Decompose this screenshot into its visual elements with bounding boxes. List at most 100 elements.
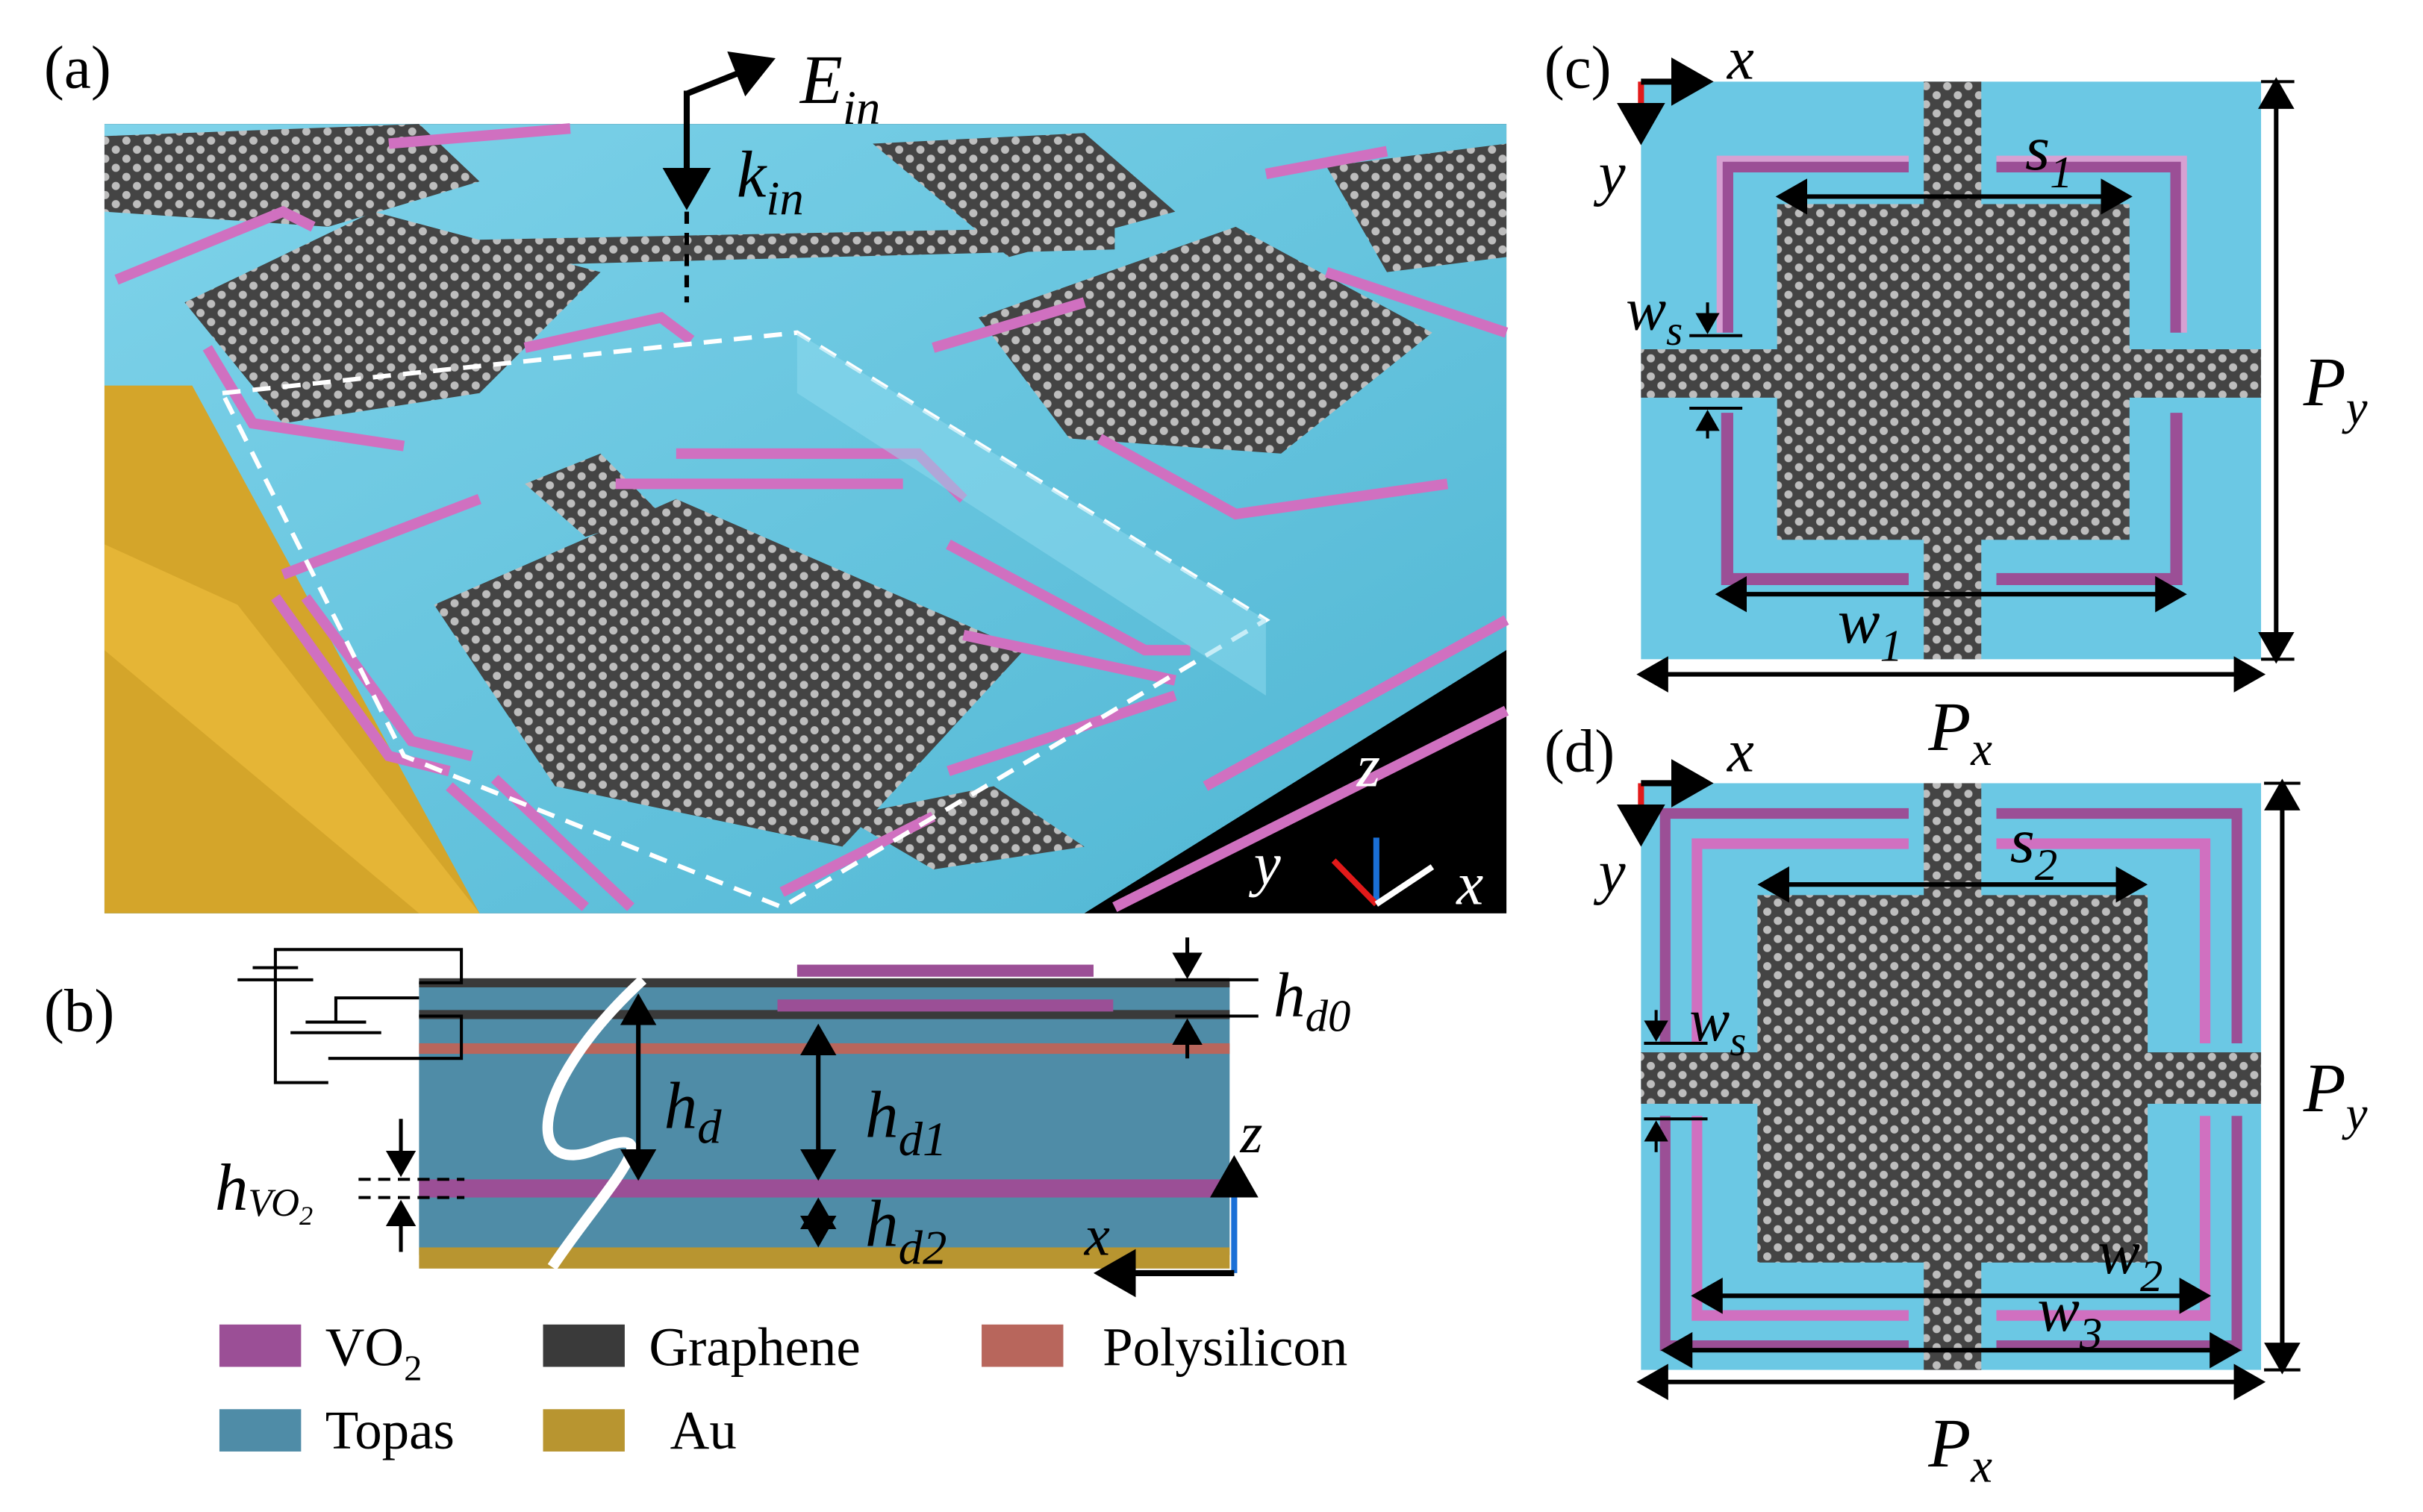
vo2-strip <box>114 205 316 285</box>
py-label: Py <box>2303 1050 2368 1140</box>
vo2-strip <box>1324 266 1509 338</box>
px-label: Px <box>1927 689 1992 776</box>
panel-a: (a) <box>44 34 1509 918</box>
legend-swatch-polysilicon <box>982 1324 1064 1367</box>
vo2-strip <box>946 540 1191 656</box>
vo2-strip <box>446 782 589 911</box>
s2-label: s2 <box>2010 806 2058 890</box>
axis-y-arrow <box>1303 830 1379 907</box>
legend-item-polysilicon: Polysilicon <box>982 1316 1347 1377</box>
legend-label-au: Au <box>670 1400 737 1461</box>
vo2-strip <box>1264 146 1388 179</box>
bias-circuit <box>237 948 464 1084</box>
graphene-bridge-top <box>373 226 1115 269</box>
legend-label-vo2: VO2 <box>325 1316 422 1388</box>
legend: VO2 Graphene Polysilicon Topas Au <box>219 1316 1347 1461</box>
legend-label-graphene: Graphene <box>649 1316 860 1377</box>
vo2-strip <box>947 690 1177 776</box>
graphene-bridge-bottom <box>842 786 1085 869</box>
metasurface-3d-render: Ein kin z y x <box>104 42 1509 918</box>
vo2-strips <box>114 123 1509 912</box>
circuit-wire <box>328 1014 464 1060</box>
s1-label: s1 <box>2025 113 2073 198</box>
py-label: Py <box>2303 344 2368 434</box>
circuit-wire <box>334 996 420 1022</box>
graphene-patch-top-right <box>1326 143 1507 272</box>
legend-item-vo2: VO2 <box>219 1316 422 1389</box>
vo2-strip <box>1659 807 1909 1043</box>
axis-x-arrow <box>1374 843 1468 907</box>
vo2-inner-strips <box>1691 838 2211 1321</box>
panel-d-label: (d) <box>1544 717 1615 784</box>
legend-swatch-topas <box>219 1409 302 1452</box>
axis-z-label: z <box>1239 1101 1262 1165</box>
w3-label: w3 <box>2037 1275 2102 1359</box>
e-in-arrow <box>685 51 776 97</box>
vo2-strip <box>1996 807 2242 1043</box>
vo2-strip <box>1691 1116 1909 1321</box>
render-corner-shadow <box>1084 650 1507 913</box>
legend-label-polysilicon: Polysilicon <box>1103 1316 1347 1377</box>
vo2-strip <box>202 345 405 452</box>
axis-x-label: x <box>1727 25 1754 92</box>
k-in-label: kin <box>737 138 804 225</box>
vo2-second-patch <box>777 999 1114 1012</box>
vo2-strip <box>301 594 474 761</box>
legend-label-topas: Topas <box>325 1400 455 1461</box>
circuit-wire <box>273 948 464 1084</box>
hd0-label: hd0 <box>1273 960 1350 1041</box>
graphene-bridge-left <box>525 453 661 537</box>
axis-y-label: y <box>1594 140 1626 207</box>
legend-item-topas: Topas <box>219 1400 455 1461</box>
graphene-patch-right <box>978 226 1432 454</box>
axis-x-label: x <box>1727 717 1754 784</box>
vo2-strip <box>1996 1116 2211 1321</box>
au-electrode-strip <box>104 385 480 913</box>
vo2-strip <box>523 311 695 353</box>
vo2-strip <box>932 297 1086 353</box>
vo2-highlights <box>1716 155 2187 333</box>
vo2-strip <box>1721 160 1909 333</box>
legend-swatch-vo2 <box>219 1324 302 1367</box>
hd-label: hd <box>664 1069 723 1154</box>
axis-x-label: x <box>1456 851 1483 918</box>
axis-x-label: x <box>1084 1204 1110 1268</box>
hd2-label: hd2 <box>865 1187 947 1275</box>
vo2-strip <box>779 811 936 897</box>
vo2-strip <box>962 629 1176 686</box>
e-in-label: Ein <box>799 42 880 135</box>
hd1-label: hd1 <box>865 1079 947 1166</box>
axis-y-label: y <box>1249 831 1281 898</box>
break-curve <box>542 975 647 1270</box>
px-label: Px <box>1927 1405 1992 1493</box>
ws-label: ws <box>1689 987 1746 1065</box>
polysilicon-layer <box>419 1043 1230 1055</box>
vo2-strip <box>1996 160 2183 333</box>
ws-label: ws <box>1626 276 1683 354</box>
panel-b: (b) <box>44 937 1350 1298</box>
au-highlight <box>104 544 480 913</box>
hvo2-label: hVO2 <box>215 1152 313 1231</box>
legend-swatch-graphene <box>543 1324 625 1367</box>
panel-b-label: (b) <box>44 978 114 1045</box>
vo2-strip <box>1097 434 1449 520</box>
graphene-top-layer <box>419 978 1230 987</box>
vo2-bottom-layer <box>419 1179 1230 1198</box>
vo2-strip <box>1996 838 2211 1043</box>
vo2-highlight <box>1716 155 1909 333</box>
graphene-patch-center <box>434 499 1024 847</box>
axis-y-label: y <box>1594 838 1626 905</box>
vo2-top-patch <box>796 964 1094 977</box>
vo2-strip <box>1112 705 1509 912</box>
vo2-highlight <box>1996 155 2187 333</box>
legend-swatch-au <box>543 1409 625 1452</box>
vo2-strip <box>388 123 571 149</box>
unit-cell-cut-outline <box>220 330 1270 910</box>
cut-wall <box>796 332 1266 696</box>
graphene-square <box>1777 204 2130 540</box>
panel-c: (c) x y s1 w1 ws Py Px <box>1544 25 2368 776</box>
vo2-strip <box>281 493 481 580</box>
graphene-square <box>1757 895 2148 1263</box>
graphene-patch-top-left <box>104 124 480 227</box>
